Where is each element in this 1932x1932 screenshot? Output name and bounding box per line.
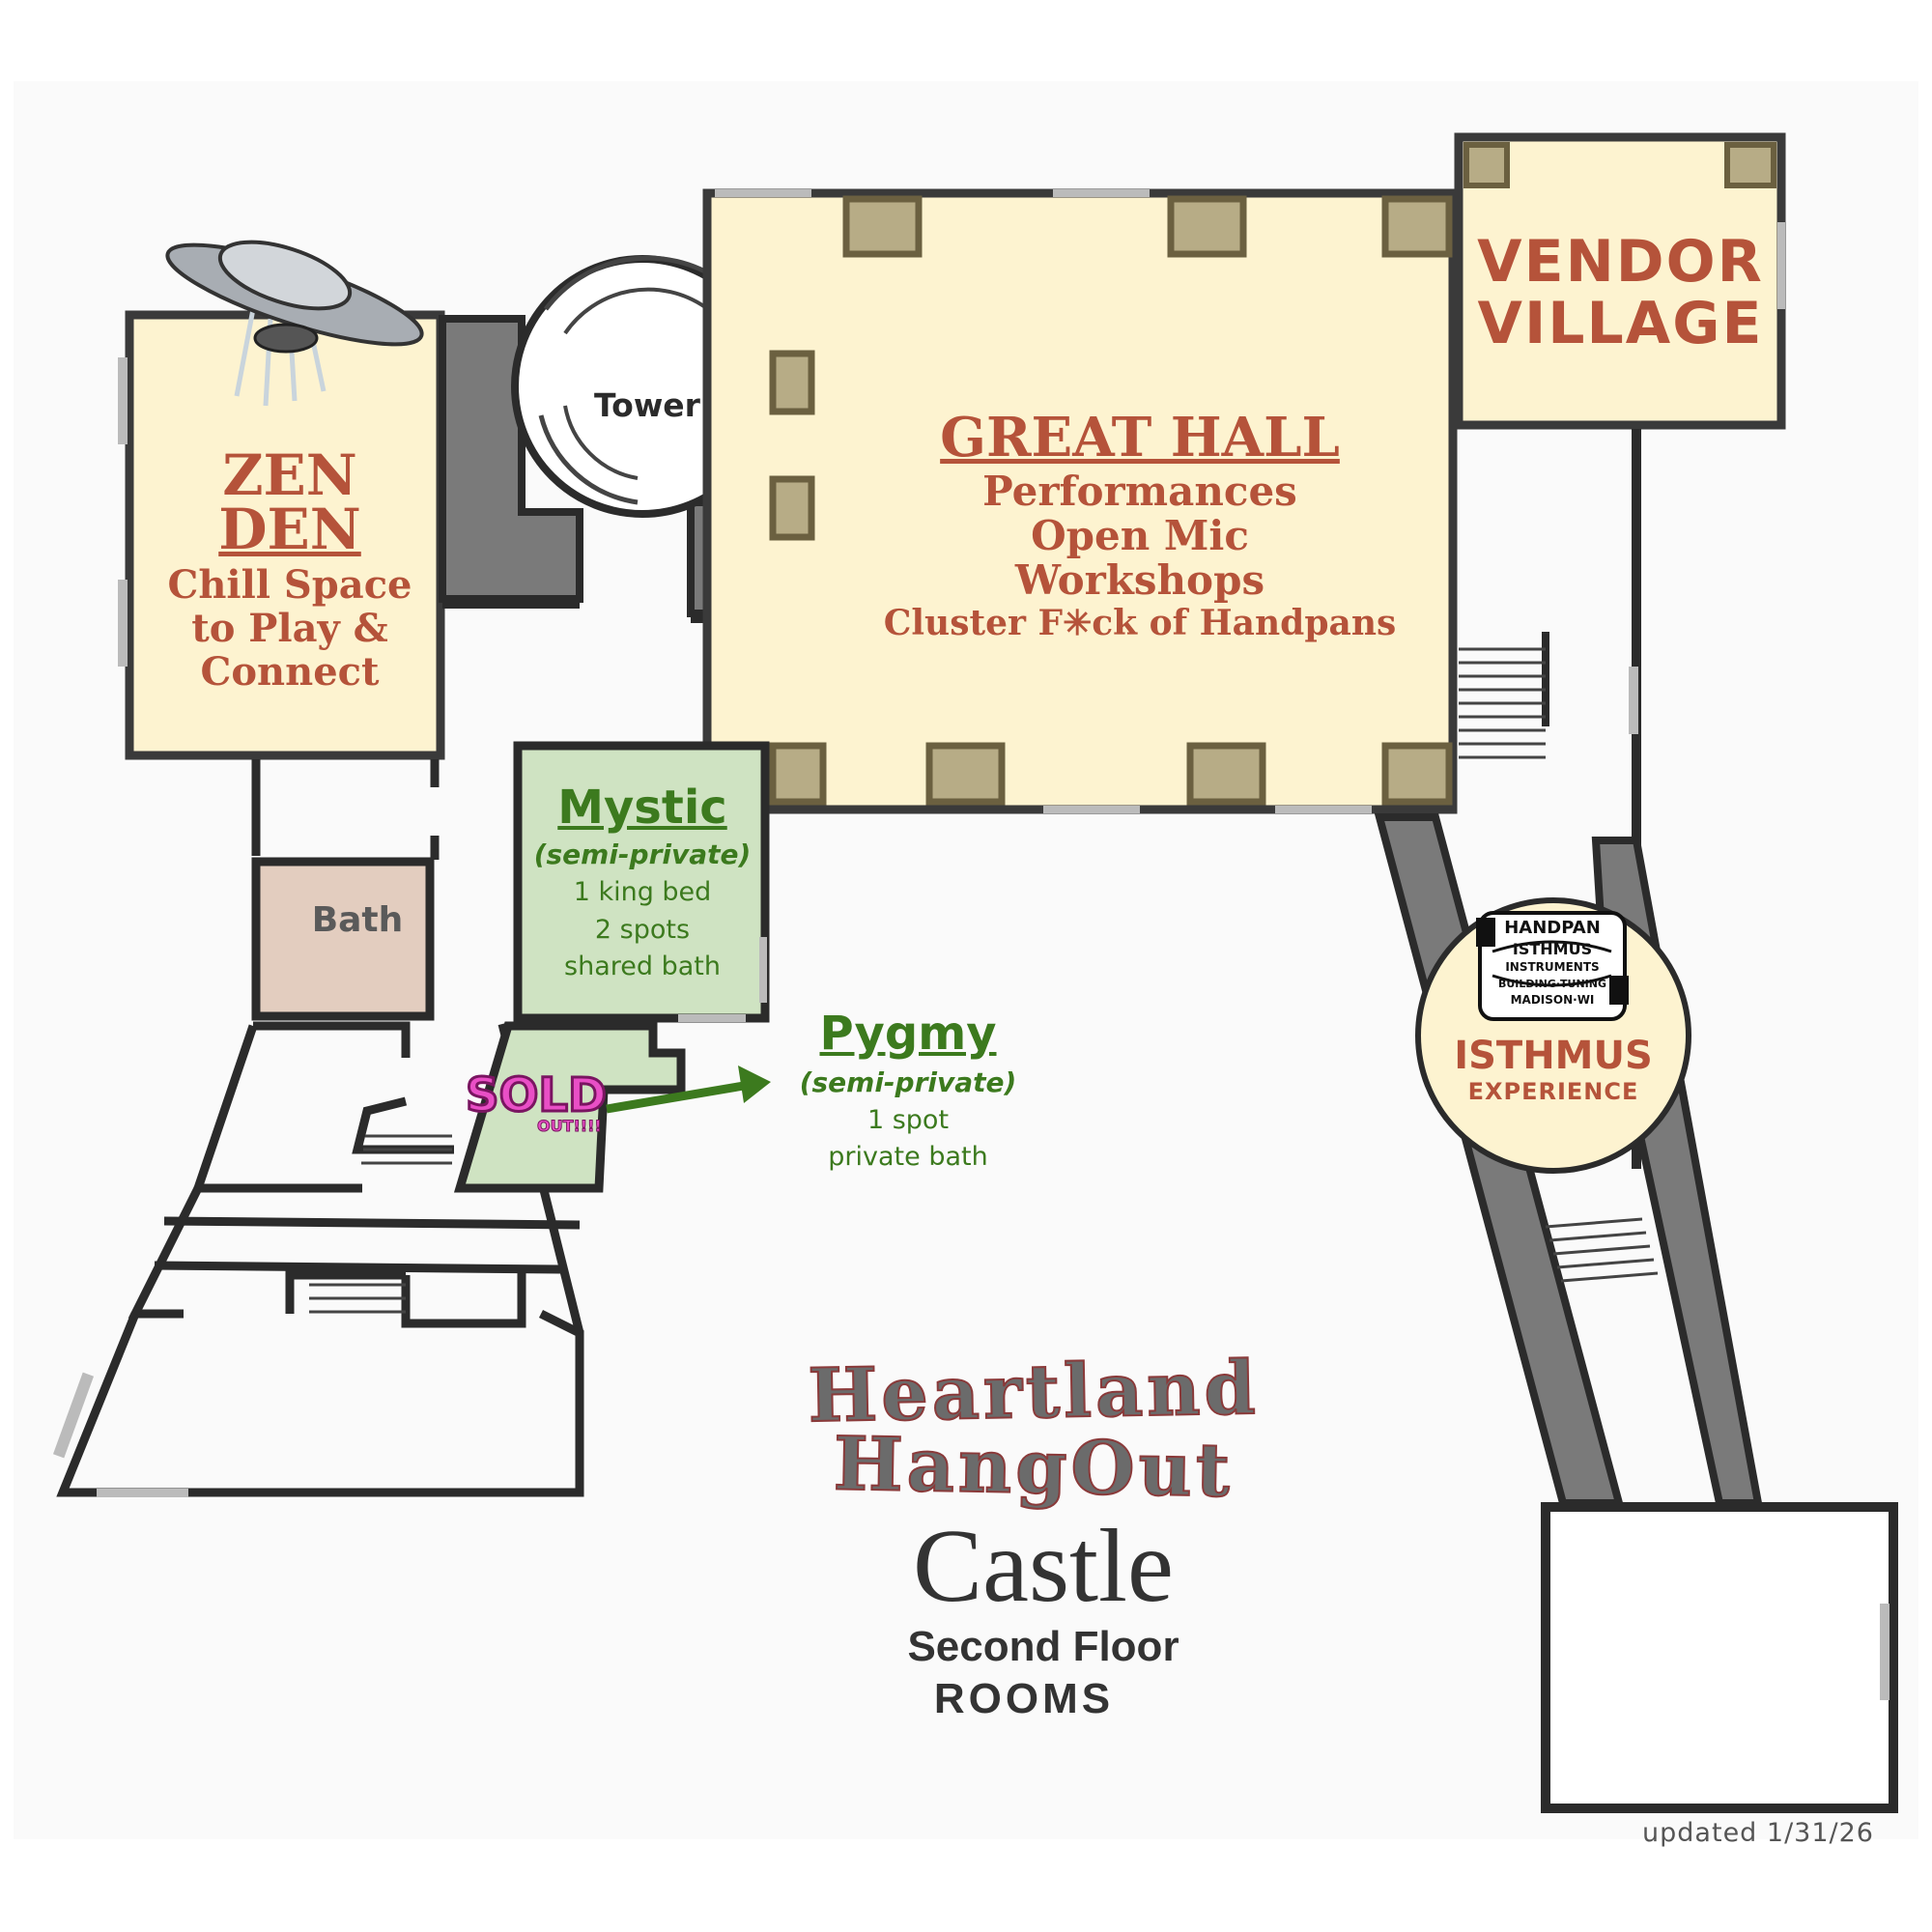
zen-den-title-line2: DEN (218, 497, 361, 562)
pygmy-type: (semi-private) (799, 1066, 1017, 1098)
zen-den-desc-line3: Connect (200, 649, 380, 695)
venue-name: Castle (913, 1509, 1174, 1624)
mystic-detail-bed: 1 king bed (573, 877, 712, 907)
mystic-detail-spots: 2 spots (594, 915, 691, 945)
floor-label: Second Floor (907, 1623, 1179, 1670)
isthmus-logo-line1: HANDPAN (1504, 918, 1601, 938)
handpan-logo-icon (1476, 911, 1629, 1021)
vendor-village-line2: VILLAGE (1477, 290, 1764, 357)
sold-out-badge-small: OUT!!!! (537, 1117, 603, 1136)
isthmus-logo-line2: ISTHMUS (1512, 940, 1593, 958)
great-hall-item-open-mic: Open Mic (1031, 512, 1249, 559)
isthmus-title: ISTHMUS (1454, 1034, 1653, 1078)
sold-out-badge-text: SOLD (465, 1067, 609, 1124)
isthmus-logo-line4: BUILDING·TUNING (1497, 978, 1607, 990)
mystic-title: Mystic (557, 781, 727, 835)
great-hall-item-handpans: Cluster F✳ck of Handpans (883, 603, 1397, 643)
zen-den-title-line1: ZEN (222, 442, 357, 508)
arrow-right-icon (606, 1065, 771, 1114)
isthmus-logo-line5: MADISON·WI (1510, 993, 1595, 1007)
great-hall-item-workshops: Workshops (1014, 556, 1265, 604)
bath-label: Bath (311, 900, 404, 940)
ufo-icon (165, 240, 424, 407)
left-wing (251, 759, 440, 860)
zen-den-desc-line2: to Play & (191, 606, 388, 651)
event-title-line2: HangOut (832, 1419, 1236, 1514)
tower-label: Tower (594, 386, 700, 424)
pygmy-title: Pygmy (819, 1007, 997, 1061)
great-hall-item-performances: Performances (982, 468, 1297, 515)
pygmy-room[interactable] (453, 1021, 686, 1193)
vendor-village-line1: VENDOR (1477, 228, 1764, 296)
lower-left-rooms (52, 1021, 584, 1497)
zen-den-room[interactable] (118, 310, 445, 760)
mystic-type: (semi-private) (533, 838, 752, 870)
pillars (769, 195, 1453, 806)
vendor-village-room[interactable] (1454, 132, 1786, 430)
isthmus-logo-line3: INSTRUMENTS (1505, 960, 1600, 974)
updated-date: updated 1/31/26 (1642, 1818, 1874, 1848)
great-hall-title: GREAT HALL (940, 406, 1340, 469)
rooms-label: ROOMS (933, 1675, 1115, 1722)
pygmy-detail-bath: private bath (828, 1142, 988, 1172)
pygmy-detail-spot: 1 spot (867, 1105, 950, 1135)
isthmus-subtitle: EXPERIENCE (1467, 1078, 1639, 1105)
mystic-room[interactable] (513, 741, 770, 1023)
great-hall-room[interactable] (702, 188, 1458, 814)
zen-den-desc-line1: Chill Space (167, 562, 412, 608)
mystic-detail-bath: shared bath (564, 952, 721, 981)
bath-room[interactable] (251, 857, 435, 1021)
